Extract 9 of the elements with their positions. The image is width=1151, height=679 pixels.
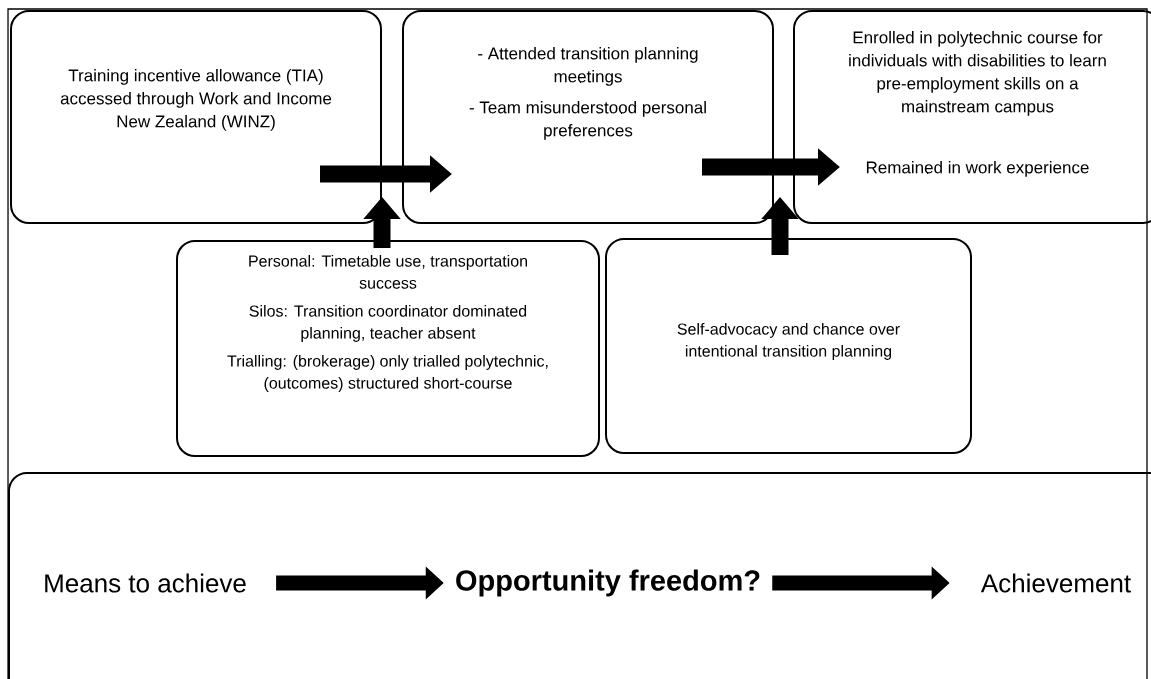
concept-text: Achievement [980, 573, 1131, 593]
process-box: Training incentive allowance (TIA) accessed through Work and Income New Zealand (WINZ) [10, 10, 382, 224]
factor-box: Personal: Timetable use, transportation success Silos: Transition coordinator dominated planning, teacher absent Trialling: (brokerage) only trialled polytechnic, (outcomes) structured short-course [176, 240, 600, 457]
process-box: Enrolled in polytechnic course for individuals with disabilities to learn pre-employment skills on a mainstream campus Remained in work experience [793, 10, 1151, 224]
factor-box: Self-advocacy and chance over intentional transition planning [605, 238, 972, 454]
concept-text: Opportunity freedom? [456, 569, 760, 597]
summary-box [8, 472, 1151, 679]
concept-text: Means to achieve [45, 573, 246, 593]
process-box: - Attended transition planning meetings - Team misunderstood personal preferences [402, 10, 774, 224]
